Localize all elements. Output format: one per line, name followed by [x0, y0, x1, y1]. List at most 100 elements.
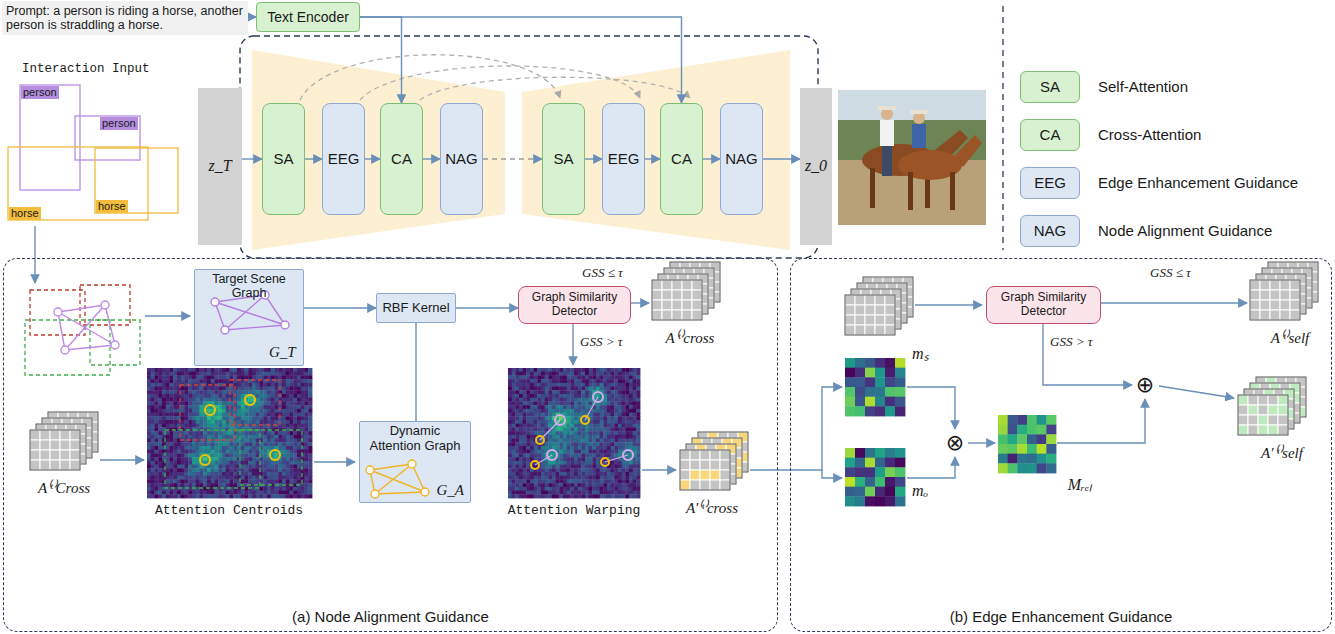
- legend-text: Edge Enhancement Guidance: [1098, 174, 1298, 191]
- node-text: Graph Similarity Detector: [991, 291, 1096, 319]
- legend-abbrev: SA: [1040, 78, 1060, 95]
- detector-box: Graph Similarity Detector: [518, 286, 631, 324]
- panel: (b) Edge Enhancement Guidance Graph Simil…: [790, 258, 1332, 632]
- layout-sketch: [25, 285, 140, 375]
- node-text: Text Encoder: [267, 9, 349, 25]
- detector-box: Graph Similarity Detector: [986, 286, 1101, 324]
- figure-label: A⁽ᵗ⁾cross: [666, 330, 715, 347]
- flow-arrow: [314, 461, 355, 462]
- object-tag: person: [100, 117, 138, 130]
- figure-label: GSS > τ: [1050, 335, 1092, 350]
- connector: [703, 158, 720, 159]
- figure-label: A′⁽ᵗ⁾cross: [686, 500, 738, 517]
- connector: [645, 158, 660, 159]
- legend-abbrev: CA: [1040, 126, 1061, 143]
- encoder-shape: [252, 50, 505, 250]
- node-text: SA: [273, 150, 293, 167]
- legend-text: Cross-Attention: [1098, 126, 1201, 143]
- flow-arrow: [100, 459, 144, 460]
- legend-abbrev: EEG: [1034, 174, 1066, 191]
- flow-arrow: [145, 315, 190, 316]
- node-text: Prompt: a person is riding a horse, anot…: [6, 4, 244, 33]
- connector: [242, 158, 262, 159]
- graph-box: Target Scene GraphG_T: [194, 269, 304, 366]
- node-text: NAG: [445, 150, 478, 167]
- module-box: SA: [542, 103, 585, 215]
- region-boxes: [165, 380, 302, 488]
- figure-label: A⁽ᵗ⁾self: [1271, 330, 1310, 347]
- attention-graph: [366, 460, 429, 498]
- node-text: z_0: [805, 157, 827, 175]
- node-text: (b) Edge Enhancement Guidance: [791, 608, 1331, 625]
- node-text: NAG: [725, 150, 758, 167]
- matrix-stack: [30, 412, 98, 470]
- connector: [423, 158, 440, 159]
- decoder-shape: [522, 50, 790, 250]
- node-text: EEG: [608, 150, 640, 167]
- generated-image: [838, 90, 986, 225]
- flow-arrow: [1159, 386, 1234, 398]
- latent-bar: z_T: [198, 88, 242, 245]
- flow-arrow: [1057, 399, 1145, 443]
- node-text: Graph Similarity Detector: [523, 291, 626, 319]
- flow-arrow: [1043, 324, 1132, 385]
- module-box: SA: [262, 103, 305, 215]
- figure-label: mₒ: [912, 482, 928, 500]
- module-box: EEG: [602, 103, 645, 215]
- figure-label: Attention Warping: [508, 504, 641, 519]
- figure-label: Attention Centroids: [155, 504, 303, 519]
- graph-box: Dynamic Attention GraphG_A: [359, 421, 471, 503]
- connector: [763, 158, 800, 159]
- module-box: CA: [660, 103, 703, 215]
- flow-arrow: [642, 469, 676, 470]
- object-tag: person: [21, 86, 59, 99]
- heatmap: [508, 368, 640, 498]
- legend-text: Self-Attention: [1098, 78, 1188, 95]
- connector: [365, 158, 380, 159]
- connector: [585, 158, 602, 159]
- encoder-box: Text Encoder: [256, 2, 360, 32]
- matrix-stack: [652, 262, 720, 320]
- figure-label: GSS ≤ τ: [582, 266, 623, 281]
- flow-arrow: [907, 457, 955, 478]
- node-text: (a) Node Alignment Guidance: [4, 608, 777, 625]
- heatmap: [147, 368, 312, 498]
- figure-label: ⊕: [1136, 372, 1154, 397]
- panel: (a) Node Alignment Guidance Target Scene …: [3, 258, 778, 632]
- module-box: NAG: [440, 103, 483, 215]
- connector: [456, 307, 518, 308]
- node-text: CA: [391, 150, 412, 167]
- node-text: SA: [553, 150, 573, 167]
- sketch-graph: [54, 301, 119, 354]
- node-text: z_T: [208, 157, 231, 175]
- matrix-stack: [845, 277, 913, 335]
- connector: [415, 323, 416, 421]
- node-text: Target Scene Graph: [199, 272, 299, 301]
- legend-text: Node Alignment Guidance: [1098, 222, 1272, 239]
- connector: [304, 307, 376, 308]
- module-box: CA: [380, 103, 423, 215]
- figure-label: GSS > τ: [580, 335, 622, 350]
- flow-arrows: [35, 226, 1247, 478]
- latent-bar: z_0: [800, 88, 832, 245]
- node-text: G_A: [437, 482, 465, 499]
- connector: [248, 16, 256, 17]
- divider: [1002, 6, 1003, 250]
- figure-label: Interaction Input: [22, 62, 150, 76]
- object-tag: horse: [9, 207, 41, 220]
- matrix-stack: [1238, 377, 1306, 435]
- flow-arrow: [750, 387, 842, 470]
- figure-label: Mᵣₑₗ: [1068, 476, 1092, 494]
- flow-arrow: [915, 304, 982, 305]
- node-text: CA: [671, 150, 692, 167]
- node-text: Dynamic Attention Graph: [364, 424, 466, 454]
- figure-label: A⁽ᵗ⁾Cross: [38, 480, 90, 497]
- module-box: NAG: [720, 103, 763, 215]
- kernel-box: RBF Kernel: [376, 293, 456, 323]
- flow-arrow: [1101, 302, 1247, 303]
- figure-label: A′⁽ᵗ⁾self: [1261, 445, 1303, 462]
- connector: [483, 158, 542, 159]
- flow-arrow: [907, 387, 955, 429]
- node-text: G_T: [269, 344, 296, 361]
